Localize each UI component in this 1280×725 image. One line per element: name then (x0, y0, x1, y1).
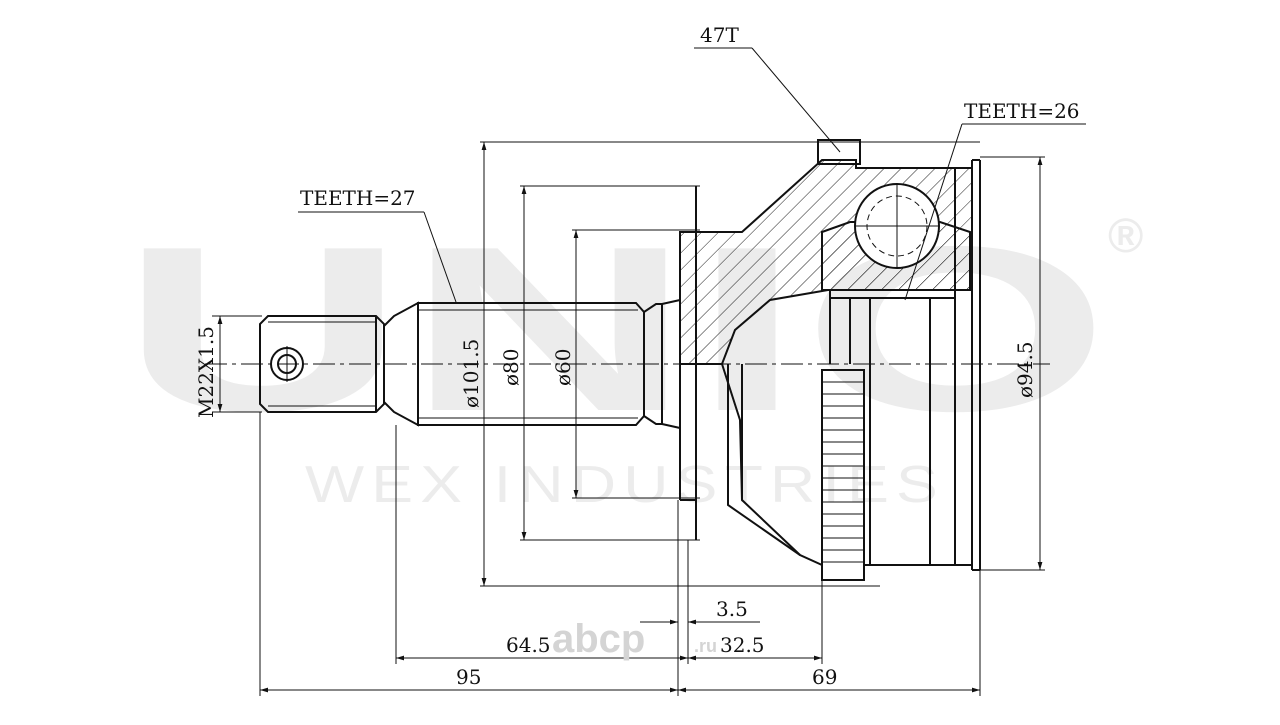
label-len-64-5: 64.5 (506, 633, 551, 657)
label-dia-94-5: ø94.5 (1013, 341, 1037, 398)
label-teeth-outer: TEETH=27 (300, 186, 416, 210)
label-len-69: 69 (812, 665, 837, 689)
threaded-stub (259, 315, 385, 413)
watermark-site-suffix: .ru (694, 636, 717, 656)
label-abs-teeth: 47T (700, 23, 739, 47)
watermark-company: WEX INDUSTRIES (305, 456, 945, 514)
abs-ring (817, 139, 865, 581)
label-len-3-5: 3.5 (716, 597, 748, 621)
inner-race-and-ball (821, 159, 981, 571)
dimension-lines (212, 141, 1045, 696)
label-len-32-5: 32.5 (720, 633, 765, 657)
label-thread: M22X1.5 (194, 326, 218, 418)
watermark-registered: ® (1108, 210, 1143, 263)
watermark-site: abcp (552, 617, 645, 661)
label-len-95: 95 (456, 665, 481, 689)
splined-shaft (417, 299, 681, 429)
label-dia-60: ø60 (551, 349, 575, 387)
label-dia-80: ø80 (499, 349, 523, 387)
label-teeth-inner: TEETH=26 (964, 99, 1080, 123)
leader-lines (298, 47, 1086, 303)
label-dia-101-5: ø101.5 (459, 339, 483, 408)
